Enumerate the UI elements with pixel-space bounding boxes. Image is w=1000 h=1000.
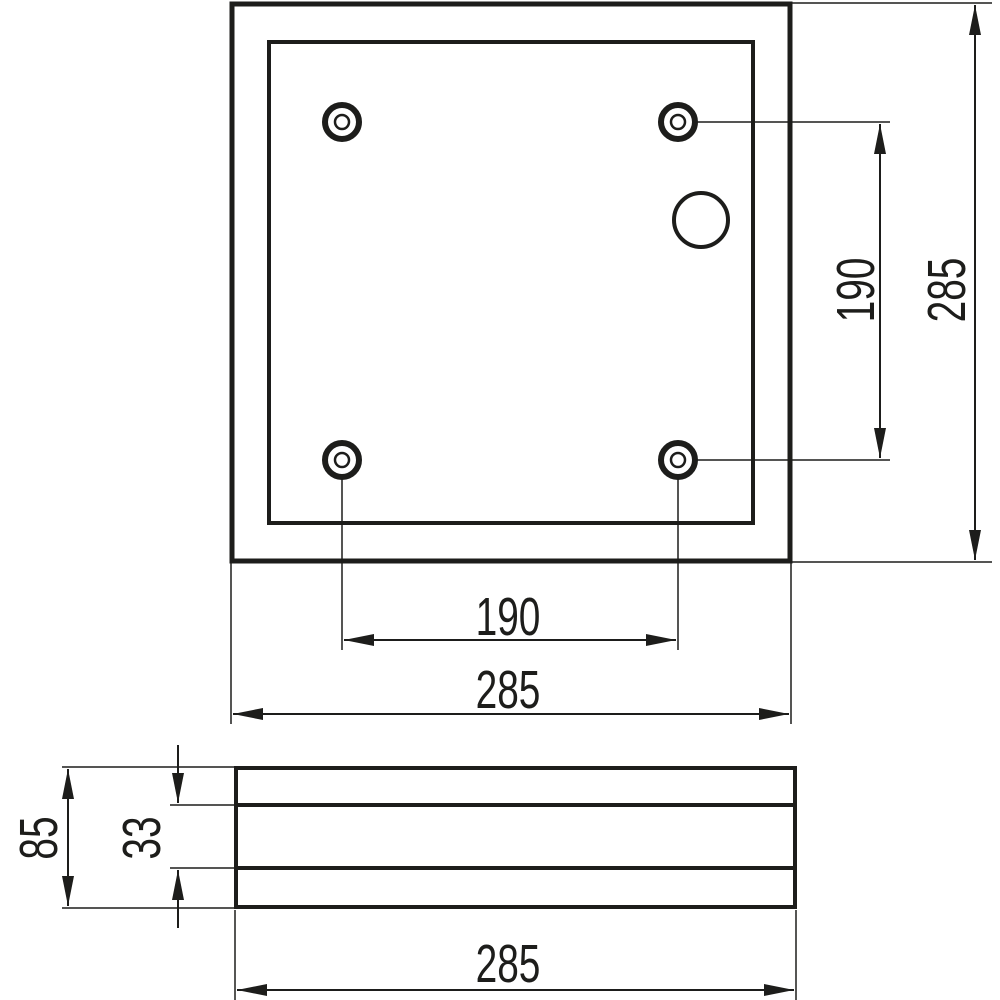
side-view-body — [234, 766, 797, 909]
cable-entry-hole — [672, 191, 730, 249]
mounting-hole — [322, 102, 362, 142]
inner-panel — [267, 40, 755, 525]
label-hole-spacing-vertical: 190 — [825, 258, 886, 323]
mounting-hole — [658, 440, 698, 480]
label-side-width: 285 — [476, 933, 541, 994]
mounting-hole — [322, 440, 362, 480]
label-width: 285 — [476, 659, 541, 720]
mounting-hole — [658, 102, 698, 142]
label-height: 285 — [916, 258, 977, 323]
outer-frame — [229, 1, 793, 564]
label-side-height: 85 — [8, 816, 69, 859]
label-middle-section: 33 — [111, 816, 172, 859]
extension-lines — [62, 2, 992, 1000]
label-hole-spacing-horizontal: 190 — [476, 586, 541, 647]
